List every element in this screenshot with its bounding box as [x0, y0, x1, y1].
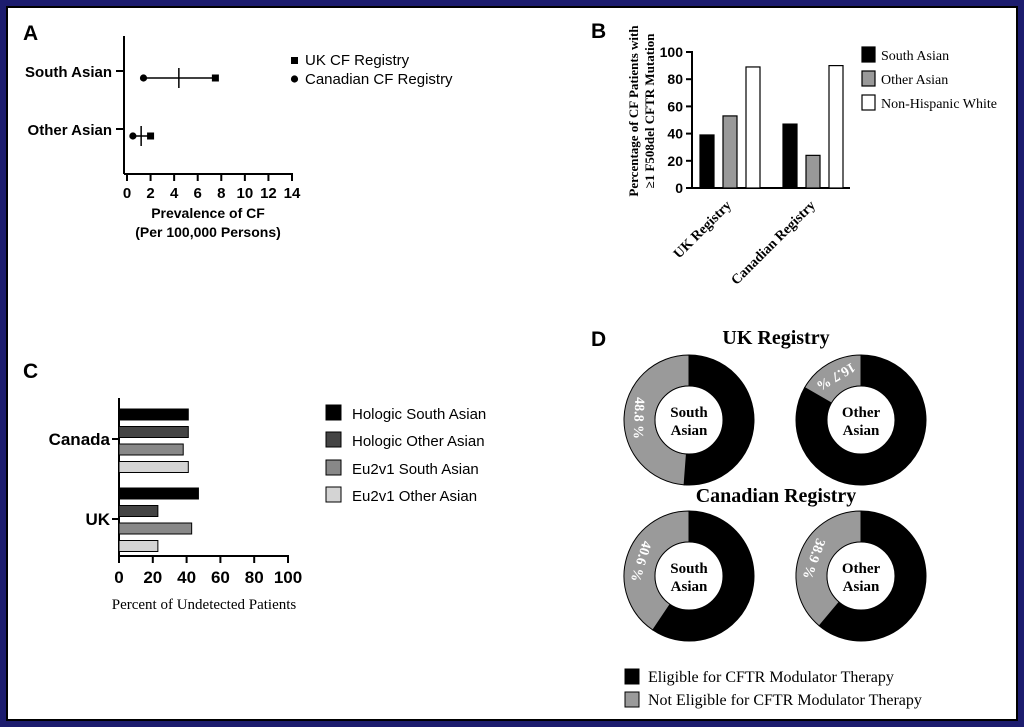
b-y-tick-label: 80 [667, 71, 683, 87]
d-percent-label: 48.8 % [630, 397, 647, 440]
c-legend-swatch-hologic-other-asian [325, 431, 342, 448]
c-legend-swatch-hologic-south-asian [325, 404, 342, 421]
c-bar [118, 408, 189, 421]
c-bar [118, 505, 159, 517]
c-x-tick-label: 40 [177, 568, 196, 587]
panel-label-b: B [591, 20, 606, 43]
b-bar [828, 64, 844, 189]
panel-label-c: C [23, 360, 38, 383]
panel-b-bar-chart: Percentage of CF Patients with ≥1 F508de… [626, 25, 997, 289]
b-legend-swatch-non-hispanic-white [861, 94, 876, 111]
d-center-label-line1: South [670, 561, 708, 577]
b-x-tick-uk-registry: UK Registry [671, 198, 735, 262]
d-legend-swatch-eligible [624, 668, 640, 685]
a-legend-square-marker [291, 57, 298, 64]
d-center-label-line2: Asian [843, 579, 880, 595]
b-y-tick-label: 0 [675, 180, 683, 196]
a-category-label-south-asian: South Asian [25, 64, 112, 81]
a-canada-point [129, 132, 137, 140]
a-x-tick-label: 8 [217, 185, 225, 202]
a-x-tick-label: 0 [123, 185, 131, 202]
b-bar [699, 134, 715, 189]
b-x-tick-canadian-registry: Canadian Registry [729, 198, 819, 288]
b-bar [745, 66, 761, 189]
b-legend-label-south-asian: South Asian [881, 49, 949, 64]
panel-label-a: A [23, 22, 38, 45]
d-center-label-line2: Asian [671, 423, 708, 439]
a-x-axis-label-line2: (Per 100,000 Persons) [135, 224, 281, 240]
panel-label-d: D [591, 328, 606, 351]
b-legend-swatch-other-asian [861, 70, 876, 87]
a-canada-point [139, 74, 148, 82]
b-y-tick-label: 60 [667, 98, 683, 114]
d-legend-label-not-eligible: Not Eligible for CFTR Modulator Therapy [648, 692, 922, 709]
a-x-axis-label-line1: Prevalence of CF [151, 205, 265, 221]
c-bar [118, 461, 189, 473]
a-legend-label-canada: Canadian CF Registry [305, 71, 453, 88]
d-center-label-line1: South [670, 405, 708, 421]
c-legend-label-eu2v1-other-asian: Eu2v1 Other Asian [352, 488, 477, 505]
a-x-tick-label: 10 [237, 185, 254, 202]
a-legend-circle-marker [290, 75, 299, 83]
c-x-tick-label: 20 [143, 568, 162, 587]
a-x-tick-label: 4 [170, 185, 179, 202]
c-legend-label-hologic-other-asian: Hologic Other Asian [352, 433, 485, 450]
a-x-tick-label: 2 [146, 185, 154, 202]
a-uk-point [211, 74, 219, 82]
b-y-tick-label: 20 [667, 153, 683, 169]
c-x-tick-label: 80 [245, 568, 264, 587]
a-x-tick-label: 6 [194, 185, 202, 202]
d-group-title-uk: UK Registry [722, 327, 829, 349]
a-uk-point [147, 132, 155, 140]
c-legend-swatch-eu2v1-other-asian [325, 486, 342, 503]
panel-c-bar-chart: Canada UK 0 20 40 60 80 100 Percent of Undete… [49, 398, 486, 613]
c-legend-swatch-eu2v1-south-asian [325, 459, 342, 476]
panel-d-donut-charts: UK Registry Canadian Registry 48.8 % Sout… [623, 327, 927, 709]
d-group-title-canada: Canadian Registry [696, 485, 857, 507]
b-y-axis-label-line1: Percentage of CF Patients with [626, 25, 641, 197]
c-bar [118, 443, 184, 456]
b-legend-label-other-asian: Other Asian [881, 73, 948, 88]
c-category-label-uk: UK [85, 510, 110, 529]
c-x-tick-label: 0 [114, 568, 123, 587]
b-bar [722, 115, 738, 189]
a-x-tick-label: 14 [284, 185, 301, 202]
a-category-label-other-asian: Other Asian [28, 122, 112, 139]
c-x-tick-label: 60 [211, 568, 230, 587]
d-center-label-line1: Other [842, 405, 881, 421]
d-donut-hole [826, 385, 896, 455]
b-legend-label-non-hispanic-white: Non-Hispanic White [881, 97, 997, 112]
d-center-label-line2: Asian [671, 579, 708, 595]
a-legend-label-uk: UK CF Registry [305, 52, 410, 69]
d-center-label-line2: Asian [843, 423, 880, 439]
d-legend-label-eligible: Eligible for CFTR Modulator Therapy [648, 669, 894, 686]
b-y-axis-label-line2: ≥1 F508del CFTR Mutation [642, 33, 657, 189]
c-category-label-canada: Canada [49, 430, 111, 449]
b-legend-swatch-south-asian [861, 46, 876, 63]
d-donut-hole [654, 385, 724, 455]
c-legend-label-eu2v1-south-asian: Eu2v1 South Asian [352, 461, 479, 478]
a-x-tick-label: 12 [260, 185, 277, 202]
b-y-tick-label: 100 [660, 44, 684, 60]
b-bar [805, 154, 821, 189]
c-x-axis-label: Percent of Undetected Patients [112, 597, 297, 613]
d-donut-hole [826, 541, 896, 611]
c-bar [118, 487, 199, 500]
b-bar [782, 123, 798, 189]
d-legend-swatch-not-eligible [624, 691, 640, 708]
c-bar [118, 522, 193, 535]
c-x-tick-label: 100 [274, 568, 302, 587]
c-bar [118, 426, 189, 438]
c-legend-label-hologic-south-asian: Hologic South Asian [352, 406, 486, 423]
b-y-tick-label: 40 [667, 126, 683, 142]
d-center-label-line1: Other [842, 561, 881, 577]
d-donut-hole [654, 541, 724, 611]
c-bar [118, 540, 159, 552]
